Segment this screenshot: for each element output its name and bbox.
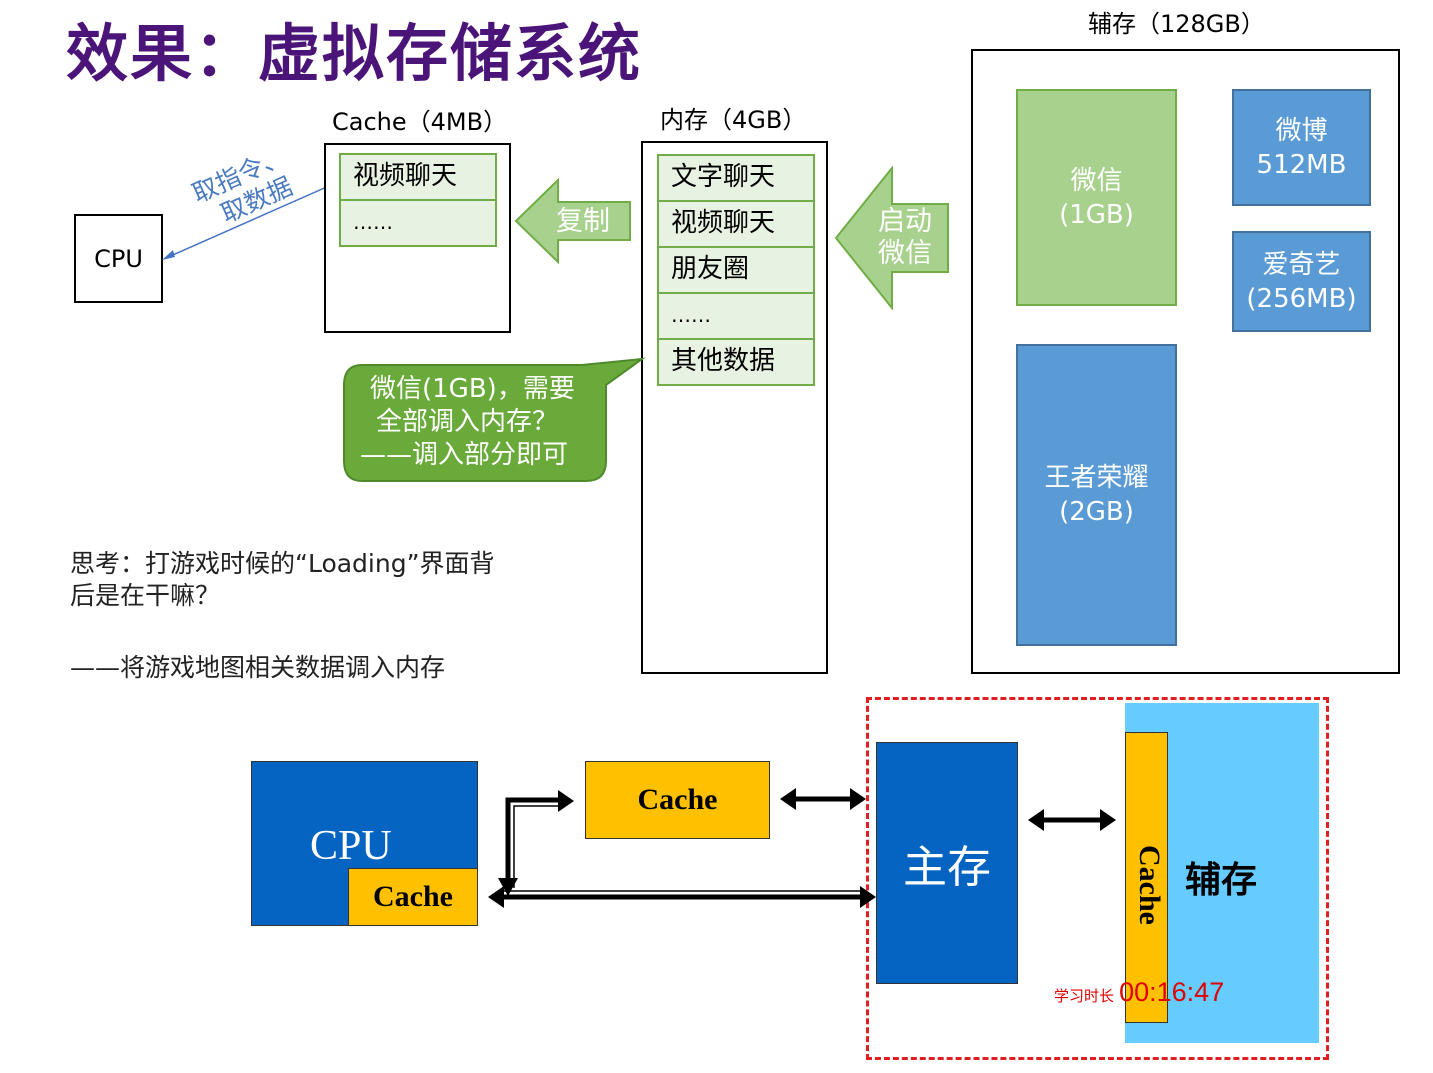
memory-item: 文字聊天 bbox=[657, 154, 815, 202]
disk-block-iqiyi-name: 爱奇艺 bbox=[1262, 249, 1341, 280]
callout-text: 微信(1GB)，需要 全部调入内存？ ——调入部分即可 bbox=[360, 373, 575, 472]
disk-block-honor-of-kings: 王者荣耀 (2GB) bbox=[1016, 344, 1177, 646]
bottom-disk-cache: Cache bbox=[1125, 732, 1168, 1023]
bottom-main-memory-label: 主存 bbox=[903, 842, 991, 893]
bottom-disk-label: 辅存 bbox=[1185, 860, 1258, 901]
launch-arrow-label: 启动 微信 bbox=[878, 206, 932, 270]
memory-item: 视频聊天 bbox=[657, 200, 815, 248]
bottom-cpu-cache-label: Cache bbox=[373, 880, 453, 913]
callout-bubble bbox=[343, 357, 646, 482]
copy-arrow bbox=[514, 178, 631, 264]
memory-item: 朋友圈 bbox=[657, 246, 815, 294]
study-timer: 学习时长 00:16:47 bbox=[1054, 977, 1224, 1008]
disk-block-weibo: 微博 512MB bbox=[1232, 89, 1371, 206]
cache-title: Cache（4MB） bbox=[332, 108, 508, 136]
launch-arrow-line1: 启动 bbox=[878, 206, 932, 237]
disk-block-wechat-name: 微信 bbox=[1070, 165, 1123, 196]
disk-box: 微信 (1GB) 微博 512MB 爱奇艺 (256MB) 王者荣耀 (2GB) bbox=[971, 49, 1400, 674]
disk-block-honor-size: (2GB) bbox=[1059, 497, 1134, 527]
launch-arrow-line2: 微信 bbox=[878, 238, 932, 269]
memory-box: 文字聊天 视频聊天 朋友圈 …… 其他数据 bbox=[641, 141, 828, 674]
cache-item: …… bbox=[339, 199, 497, 247]
disk-title: 辅存（128GB） bbox=[1088, 10, 1265, 38]
memory-item: …… bbox=[657, 292, 815, 340]
callout-line: ——调入部分即可 bbox=[360, 440, 569, 470]
bottom-disk-cache-label: Cache bbox=[1133, 845, 1166, 925]
disk-block-weibo-name: 微博 bbox=[1275, 115, 1328, 146]
virtual-memory-frame bbox=[866, 697, 1329, 1060]
cache-box: 视频聊天 …… bbox=[324, 143, 511, 333]
thinking-question-line2: 后是在干嘛？ bbox=[70, 581, 221, 610]
launch-arrow bbox=[834, 166, 949, 310]
bottom-cpu-box: CPU Cache bbox=[251, 761, 478, 926]
disk-block-iqiyi-size: (256MB) bbox=[1246, 283, 1357, 314]
bottom-cpu-cache: Cache bbox=[348, 868, 478, 926]
cpu-box: CPU bbox=[74, 214, 163, 303]
disk-block-wechat-size: (1GB) bbox=[1059, 199, 1134, 230]
bottom-disk-box: Cache 辅存 bbox=[1125, 703, 1319, 1043]
thinking-answer: ——将游戏地图相关数据调入内存 bbox=[70, 653, 446, 682]
page-title: 效果：虚拟存储系统 bbox=[66, 17, 643, 90]
bottom-cache-label: Cache bbox=[637, 783, 718, 816]
bottom-cpu-label: CPU bbox=[310, 823, 392, 869]
memory-item: 其他数据 bbox=[657, 338, 815, 386]
callout-line: 全部调入内存？ bbox=[376, 407, 559, 437]
thinking-question-line1: 思考：打游戏时候的“Loading”界面背 bbox=[70, 549, 495, 578]
thinking-question: 思考：打游戏时候的“Loading”界面背 后是在干嘛？ bbox=[70, 548, 495, 612]
disk-block-iqiyi: 爱奇艺 (256MB) bbox=[1232, 231, 1371, 332]
callout-line: 微信(1GB)，需要 bbox=[370, 374, 575, 404]
disk-block-wechat: 微信 (1GB) bbox=[1016, 89, 1177, 306]
study-timer-label: 学习时长 bbox=[1054, 987, 1115, 1005]
bottom-main-memory-box: 主存 bbox=[876, 742, 1018, 984]
disk-block-weibo-size: 512MB bbox=[1256, 149, 1347, 180]
study-timer-value: 00:16:47 bbox=[1119, 977, 1225, 1007]
memory-title: 内存（4GB） bbox=[660, 106, 807, 134]
bottom-arrows bbox=[488, 788, 1116, 908]
disk-block-honor-name: 王者荣耀 bbox=[1044, 463, 1149, 493]
bottom-cache-box: Cache bbox=[585, 761, 770, 839]
copy-arrow-label: 复制 bbox=[556, 206, 610, 237]
cpu-to-cache-arrow bbox=[505, 797, 560, 888]
cpu-label: CPU bbox=[94, 244, 143, 273]
cache-item: 视频聊天 bbox=[339, 153, 497, 201]
